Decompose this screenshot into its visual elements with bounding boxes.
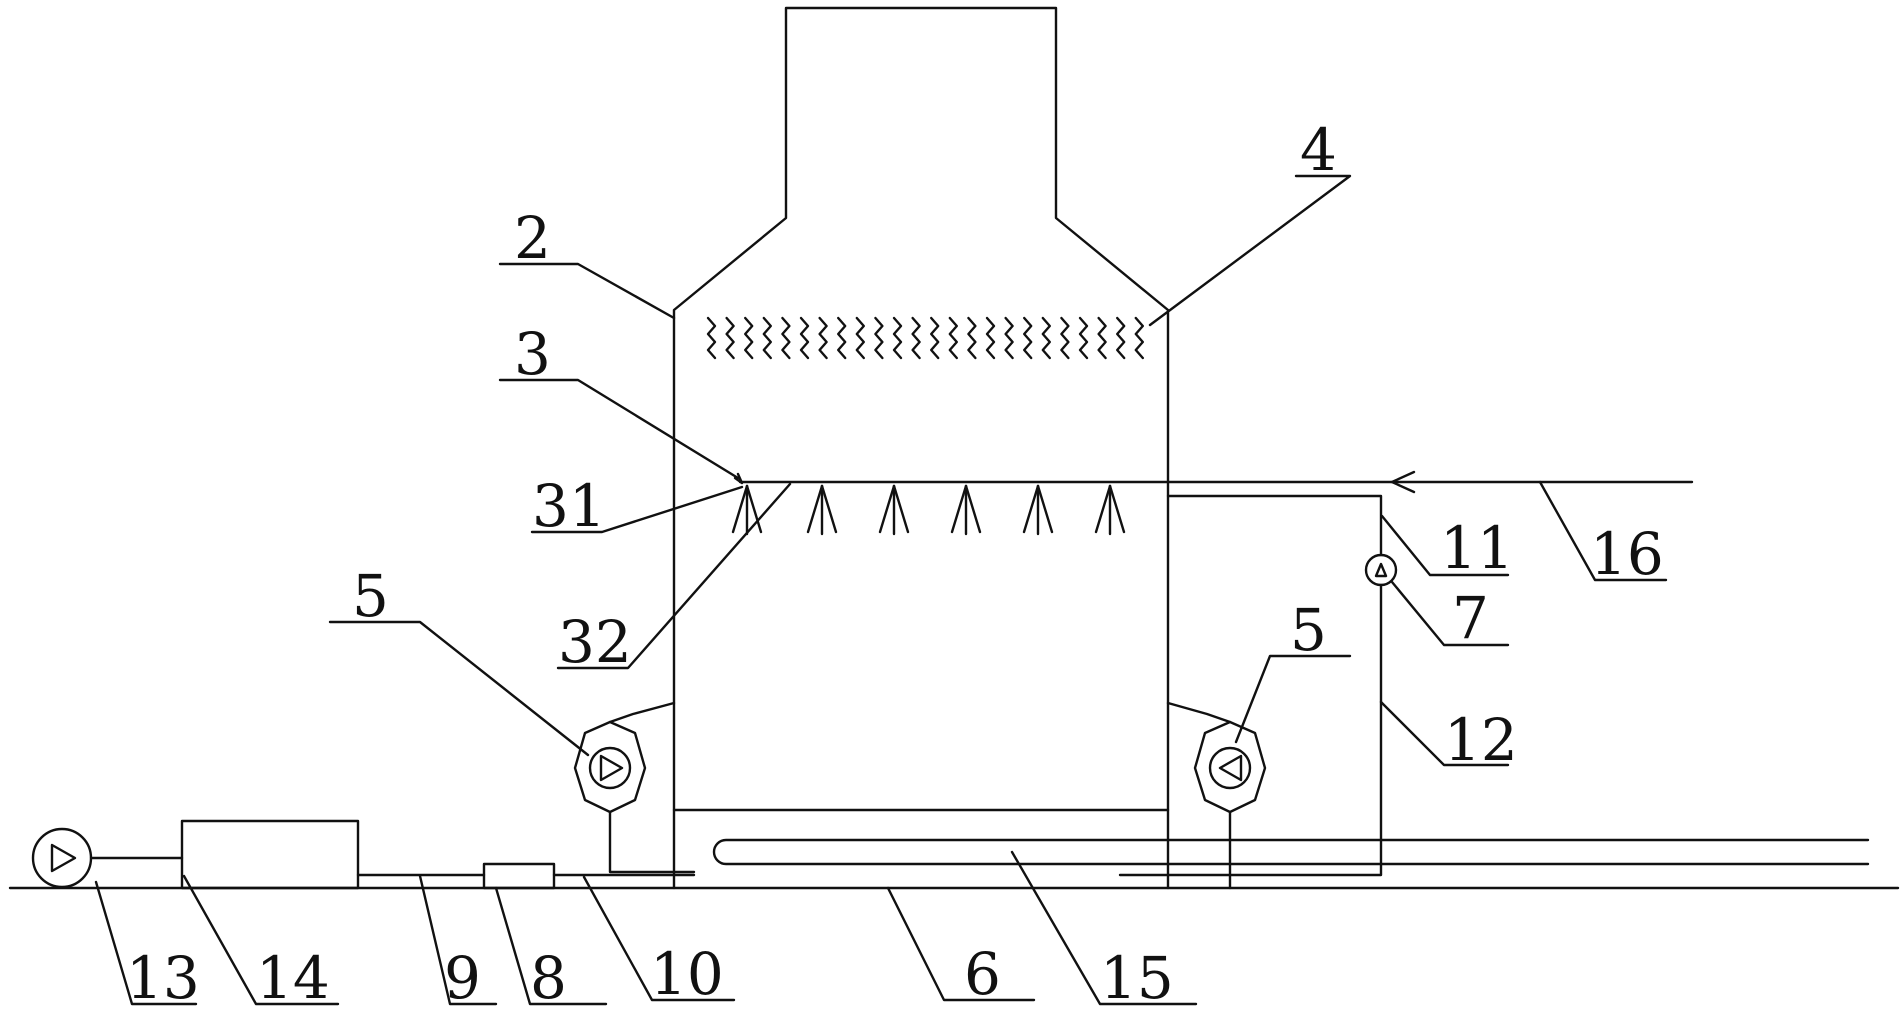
leader-12 [1379,700,1510,767]
label-3: 3 [514,320,551,388]
label-16: 16 [1590,520,1664,588]
right-blower-duct [1166,701,1232,724]
return-pipe-11 [1166,494,1383,557]
mist-eliminator-chevron [725,316,735,360]
label-32: 32 [558,608,632,676]
mist-eliminator-chevron [1134,316,1145,360]
mist-eliminator-chevron [837,316,847,360]
mist-eliminator-chevron [1097,316,1107,360]
label-6: 6 [964,940,1001,1008]
leader-13 [94,880,198,1006]
mist-eliminator-chevron [1041,316,1052,360]
leader-8 [494,886,608,1006]
label-11: 11 [1440,514,1514,582]
mist-eliminator-chevron [911,316,921,360]
label-9: 9 [444,944,481,1012]
leader-2 [498,262,676,320]
right-blower-casing [1193,720,1267,814]
return-pipe-12 [1118,583,1383,877]
tower-outline [672,6,1170,890]
leader-16 [1538,480,1668,582]
spray-nozzle-icon [731,484,763,536]
mist-eliminator-chevron [762,316,772,360]
collection-trough-15 [712,838,1870,866]
tower-body [672,6,1170,890]
spray-nozzle-icon [1022,484,1054,536]
blower-left [573,701,696,874]
mist-eliminator-chevron [1060,316,1070,360]
label-31: 31 [532,472,606,540]
triangle-left-pump-icon [1218,754,1243,782]
leader-9 [418,874,498,1006]
spray-nozzle-icon [950,484,982,536]
filter-8 [482,862,556,890]
mist-eliminator-chevron [855,316,865,360]
label-10: 10 [650,940,724,1008]
mist-eliminator-chevron [818,316,828,360]
spray-nozzles [731,484,1126,536]
mist-eliminator-chevron [874,316,884,360]
mist-eliminator-chevron [1078,316,1089,360]
leader-5-right [1234,654,1352,744]
leader-lines [94,174,1668,1006]
leader-6 [886,886,1036,1002]
tank-14 [180,819,360,890]
spray-nozzle-icon [1094,484,1126,536]
label-12: 12 [1444,706,1518,774]
mist-eliminator-chevron [967,316,977,360]
mist-eliminator-chevron [1115,316,1126,360]
leader-10 [582,875,736,1002]
leader-15 [1010,850,1198,1006]
labels: 2 4 3 31 32 5 5 11 16 7 12 13 14 9 8 10 … [126,116,1664,1012]
label-15: 15 [1100,944,1174,1012]
mist-eliminator-chevron [1022,316,1033,360]
mist-eliminator-chevron [948,316,958,360]
mist-eliminator-chevron [892,316,903,360]
label-2: 2 [514,204,551,272]
label-5-right: 5 [1290,596,1327,664]
mist-eliminator-chevron [985,316,996,360]
label-8: 8 [530,944,567,1012]
label-4: 4 [1300,116,1337,184]
arrow-left-icon [1390,470,1416,494]
blower-right [1166,701,1267,890]
mist-eliminator-chevron [930,316,940,360]
mist-eliminator-chevron [1004,316,1014,360]
pump-13-triangle-right-pump-icon [31,827,93,889]
spray-nozzle-icon [806,484,838,536]
triangle-right-pump-icon [599,754,624,782]
mist-eliminator-chevron [799,316,810,360]
mist-eliminator-chevron [744,316,754,360]
mist-eliminator-zigzag-icon [706,316,1145,360]
pump-7-triangle-up-pump-icon [1364,553,1398,587]
spray-nozzle-icon [878,484,910,536]
label-7: 7 [1452,584,1489,652]
leader-7 [1390,580,1510,647]
left-blower-duct [608,701,676,724]
leader-4 [1148,174,1352,327]
label-14: 14 [256,944,330,1012]
label-13: 13 [126,944,200,1012]
mist-eliminator-chevron [781,316,791,360]
leader-32 [556,482,792,670]
leader-5-left [328,620,590,757]
mist-eliminator-chevron [706,316,717,360]
leader-3-arrowhead [733,472,744,485]
left-blower-outlet [608,810,696,874]
leader-11 [1380,514,1510,577]
leader-3 [498,378,740,480]
left-blower-casing [573,720,647,814]
label-5-left: 5 [352,562,389,630]
leader-31 [530,485,744,534]
leader-14 [182,874,340,1006]
